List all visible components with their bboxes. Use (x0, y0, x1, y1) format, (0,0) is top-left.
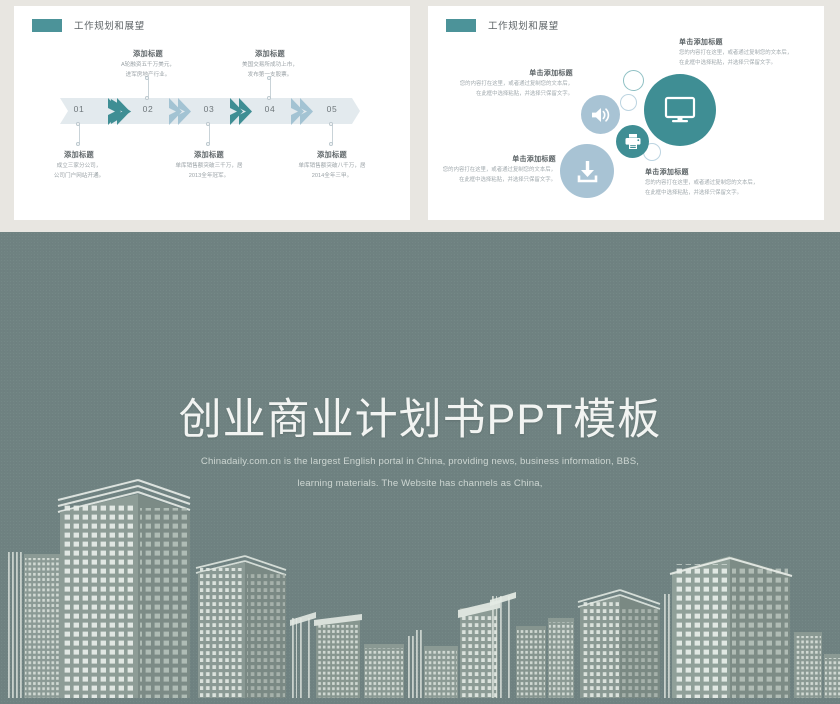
circles-caption-4: 单击添加标题 (645, 169, 689, 176)
circles-caption-2: 单击添加标题 (529, 70, 573, 77)
timeline-step-number-3: 03 (203, 104, 215, 114)
timeline-step-number-2: 02 (142, 104, 154, 114)
circles-body-line: 在此框中选择粘贴，并选择只保留文字。 (679, 59, 777, 66)
timeline-body-line: 单库销售额突破八千万，居 (298, 163, 366, 169)
circles-body-line: 您的内容打在这里，或者通过复制您的文本后， (442, 167, 556, 173)
timeline-body-line: 发布第一支股票。 (247, 71, 293, 78)
printer-icon (624, 133, 642, 150)
header-title: 工作规划和展望 (488, 21, 559, 32)
timeline-connector-5 (331, 124, 333, 144)
circles-body-3: 您的内容打在这里，或者通过复制您的文本后， 在此框中选择粘贴，并选择只保留文字。 (428, 166, 556, 185)
timeline-node-dot-1b (76, 142, 80, 146)
timeline-node-dot-4b (267, 96, 271, 100)
timeline-body-line: 2014全年三甲。 (311, 172, 353, 179)
timeline-body-4: 美国交易所成功上市， 发布第一支股票。 (227, 61, 313, 81)
timeline-step-number-4: 04 (264, 104, 276, 114)
slide-circles[interactable]: 工作规划和展望 (428, 6, 824, 220)
node-download[interactable] (560, 144, 614, 198)
timeline-body-line: 进军房地产行业。 (125, 71, 171, 78)
speaker-icon (590, 106, 611, 124)
monitor-icon (664, 96, 696, 124)
timeline-node-dot-1a (76, 122, 80, 126)
circles-graphic: 单击添加标题 您的内容打在这里，或者通过复制您的文本后， 在此框中选择粘贴，并选… (428, 6, 824, 220)
circles-body-4: 您的内容打在这里，或者通过复制您的文本后， 在此框中选择粘贴，并选择只保留文字。 (645, 179, 785, 198)
circles-body-line: 您的内容打在这里，或者通过复制您的文本后， (459, 81, 573, 87)
timeline-caption-3: 添加标题 (194, 150, 224, 159)
slide-header: 工作规划和展望 (32, 18, 145, 32)
timeline-chevron-1 (108, 98, 132, 125)
hero-subtitle-line-1: Chinadaily.com.cn is the largest English… (200, 456, 640, 467)
timeline-connector-3 (208, 124, 210, 144)
timeline-caption-2: 添加标题 (133, 49, 163, 58)
circles-caption-1: 单击添加标题 (679, 39, 723, 46)
timeline-body-2: A轮融资五千万美元， 进军房地产行业。 (105, 61, 191, 81)
city-skyline-artwork (8, 479, 840, 698)
timeline-node-dot-2a (145, 76, 149, 80)
timeline-caption-4: 添加标题 (255, 49, 285, 58)
node-printer[interactable] (616, 125, 649, 158)
timeline-node-dot-2b (145, 96, 149, 100)
timeline-node-dot-5b (329, 142, 333, 146)
header-title: 工作规划和展望 (74, 21, 145, 32)
header-accent-block (446, 18, 476, 32)
timeline-body-line: 2013全年冠军。 (188, 172, 230, 179)
circles-body-line: 您的内容打在这里，或者通过复制您的文本后， (679, 50, 793, 56)
timeline-body-1: 成立三家分公司， 公司门户网站开通。 (36, 162, 122, 182)
decorative-ring-icon (623, 70, 644, 91)
download-icon (575, 159, 600, 184)
decorative-ring-icon (620, 94, 637, 111)
hero-title: 创业商业计划书PPT模板 (178, 396, 662, 444)
circles-body-line: 您的内容打在这里，或者通过复制您的文本后， (645, 180, 759, 186)
circles-caption-3: 单击添加标题 (512, 156, 556, 163)
timeline-node-dot-5a (329, 122, 333, 126)
timeline-body-line: 公司门户网站开通。 (53, 172, 105, 179)
timeline-chevron-2 (169, 98, 193, 125)
circles-body-1: 您的内容打在这里，或者通过复制您的文本后， 在此框中选择粘贴，并选择只保留文字。 (679, 49, 819, 68)
timeline-body-line: A轮融资五千万美元， (120, 62, 176, 68)
timeline-connector-1 (78, 124, 80, 144)
circles-body-2: 您的内容打在这里，或者通过复制您的文本后， 在此框中选择粘贴，并选择只保留文字。 (433, 80, 573, 99)
timeline-caption-1: 添加标题 (64, 150, 94, 159)
timeline-body-line: 成立三家分公司， (56, 163, 102, 169)
timeline-node-dot-3b (206, 142, 210, 146)
timeline-connector-4 (269, 78, 271, 98)
slide-timeline[interactable]: 工作规划和展望 01 02 03 (14, 6, 410, 220)
timeline-body-5: 单库销售额突破八千万，居 2014全年三甲。 (285, 162, 379, 182)
slide-header: 工作规划和展望 (446, 18, 559, 32)
timeline-graphic: 01 02 03 04 05 添加标题 成立三家分公司， 公司门户网站开通。 添 (14, 6, 410, 220)
circles-body-line: 在此框中选择粘贴，并选择只保留文字。 (645, 189, 743, 196)
hero-subtitle: Chinadaily.com.cn is the largest English… (0, 451, 840, 494)
slide-thumbnail-row: 工作规划和展望 01 02 03 (0, 0, 840, 226)
timeline-chevron-4 (291, 98, 315, 125)
timeline-step-number-5: 05 (326, 104, 338, 114)
circles-body-line: 在此框中选择粘贴，并选择只保留文字。 (475, 90, 573, 97)
timeline-chevron-3 (230, 98, 254, 125)
header-accent-block (32, 18, 62, 32)
slide-title-hero[interactable]: 创业商业计划书PPT模板 Chinadaily.com.cn is the la… (0, 232, 840, 704)
node-monitor[interactable] (644, 74, 716, 146)
timeline-node-dot-4a (267, 76, 271, 80)
timeline-body-3: 单库销售额突破三千万，居 2013全年冠军。 (162, 162, 256, 182)
timeline-caption-5: 添加标题 (317, 150, 347, 159)
timeline-body-line: 美国交易所成功上市， (242, 62, 298, 68)
timeline-connector-2 (147, 78, 149, 98)
hero-subtitle-line-2: learning materials. The Website has chan… (297, 477, 543, 489)
timeline-step-number-1: 01 (73, 104, 85, 114)
node-speaker[interactable] (581, 95, 620, 134)
timeline-node-dot-3a (206, 122, 210, 126)
circles-body-line: 在此框中选择粘贴，并选择只保留文字。 (458, 176, 556, 183)
timeline-body-line: 单库销售额突破三千万，居 (175, 163, 243, 169)
